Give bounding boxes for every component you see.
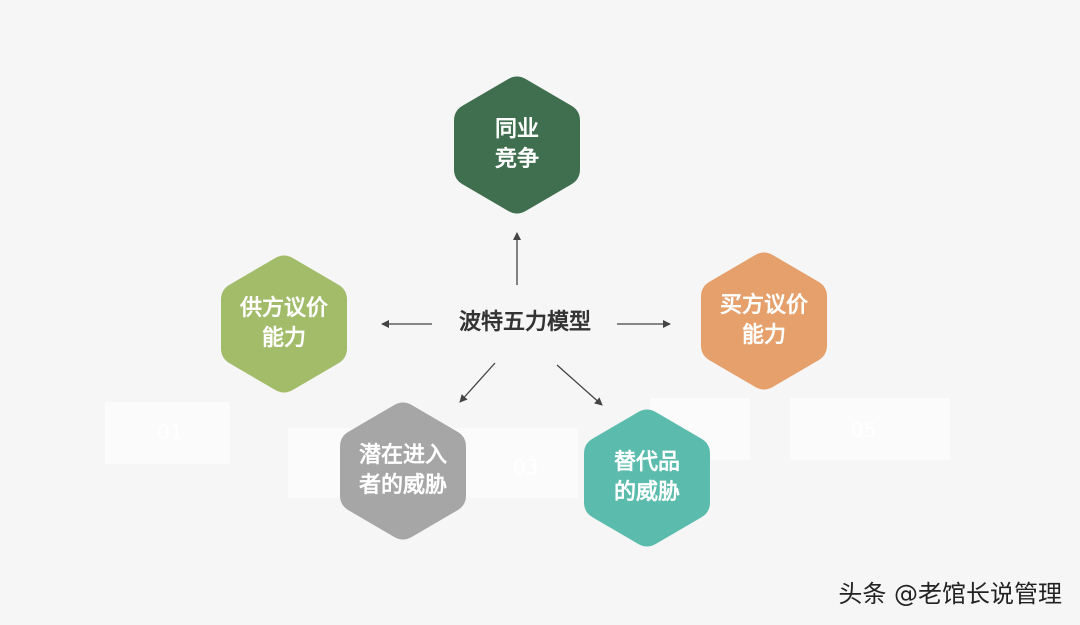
ghost-number-03: 03 [513,455,539,479]
hexagon-buyer [701,252,827,390]
buyer-label-line2: 能力 [741,323,786,348]
hexagon-entrants [340,402,466,540]
hexagon-label-substitutes: 替代品 的威胁 [584,448,710,508]
arrow-to-substitutes [556,364,603,406]
hexagon-label-entrants: 潜在进入 者的威胁 [340,441,466,501]
hexagon-supplier [221,255,347,393]
supplier-label-line1: 供方议价 [239,296,328,321]
ghost-number-05: 05 [851,418,877,442]
supplier-label-line2: 能力 [261,326,306,351]
ghost-box-01 [105,402,230,464]
hexagon-label-buyer: 买方议价 能力 [701,291,827,351]
rivalry-label-line2: 竞争 [494,147,539,172]
hexagon-label-supplier: 供方议价 能力 [221,294,347,354]
ghost-box-05 [790,398,950,460]
diagram-title: 波特五力模型 [458,310,591,335]
hexagon-label-rivalry: 同业 竞争 [454,115,580,175]
entrants-label-line2: 者的威胁 [358,473,447,498]
entrants-label-line1: 潜在进入 [358,443,447,468]
buyer-label-line1: 买方议价 [719,293,808,318]
substitutes-label-line2: 的威胁 [613,480,680,505]
ghost-number-01: 01 [157,420,183,444]
hexagon-rivalry [454,76,580,214]
arrow-to-entrants [459,362,496,403]
hexagon-substitutes [584,409,710,547]
watermark-text: 头条 @老馆长说管理 [838,580,1062,608]
rivalry-label-line1: 同业 [494,117,539,142]
substitutes-label-line1: 替代品 [613,450,680,475]
